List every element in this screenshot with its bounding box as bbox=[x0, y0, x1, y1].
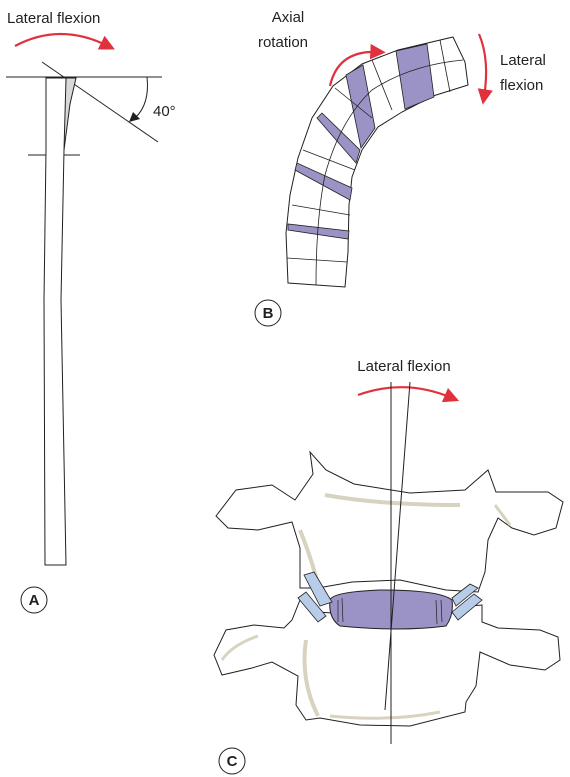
axial-rotation-label-line1: Axial bbox=[272, 9, 305, 26]
curved-column-outline bbox=[286, 37, 468, 287]
panel-c-label: C bbox=[227, 753, 238, 770]
panel-b: Axial rotation Lateral flexion B bbox=[255, 9, 546, 326]
axial-rotation-label-line2: rotation bbox=[258, 34, 308, 51]
panel-c-motion-label: Lateral flexion bbox=[357, 358, 450, 375]
angle-label: 40° bbox=[153, 103, 176, 120]
panel-c: Lateral flexion C bbox=[214, 358, 563, 774]
panel-a: Lateral flexion 40° A bbox=[6, 10, 176, 613]
lateral-flexion-arrow-b bbox=[479, 34, 486, 97]
lateral-flexion-arrow-a bbox=[15, 34, 108, 46]
angle-arc bbox=[135, 77, 148, 118]
panel-a-motion-label: Lateral flexion bbox=[7, 10, 100, 27]
lateral-flexion-arrow-c bbox=[358, 387, 452, 398]
angle-arc-arrowhead bbox=[129, 112, 140, 122]
spinal-column-shape bbox=[44, 78, 66, 565]
lateral-flexion-b-label-line2: flexion bbox=[500, 77, 543, 94]
lateral-flexion-b-label-line1: Lateral bbox=[500, 52, 546, 69]
panel-a-label: A bbox=[29, 592, 40, 609]
panel-b-label: B bbox=[263, 305, 274, 322]
upper-vertebra bbox=[216, 452, 563, 592]
